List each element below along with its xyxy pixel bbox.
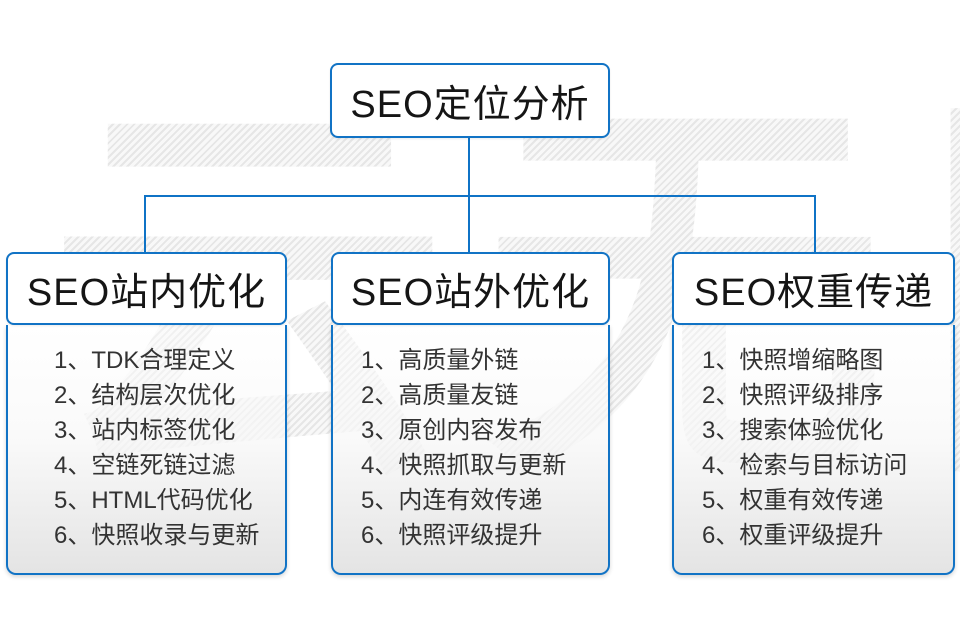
list-item: 6、权重评级提升 [702,522,884,549]
column-onsite-optimization: SEO站内优化 1、TDK合理定义 2、结构层次优化 3、站内标签优化 4、空链… [6,252,287,575]
root-node: SEO定位分析 [330,63,610,138]
column-header-label: SEO权重传递 [693,272,934,314]
connector-left-vertical [144,195,146,253]
column-header-label: SEO站内优化 [26,272,267,314]
list-item: 3、原创内容发布 [361,417,543,444]
list-item: 2、快照评级排序 [702,382,884,409]
list-item: 4、空链死链过滤 [54,452,236,479]
column-weight-transfer: SEO权重传递 1、快照增缩略图 2、快照评级排序 3、搜索体验优化 4、检索与… [672,252,955,575]
list-item: 6、快照收录与更新 [54,522,260,549]
list-item: 2、结构层次优化 [54,382,236,409]
list-item: 4、快照抓取与更新 [361,452,567,479]
list-item: 2、高质量友链 [361,382,519,409]
list-item: 5、内连有效传递 [361,487,543,514]
list-item: 5、HTML代码优化 [54,487,253,514]
list-item: 6、快照评级提升 [361,522,543,549]
list-item: 1、TDK合理定义 [54,347,236,374]
column-panel-onsite: 1、TDK合理定义 2、结构层次优化 3、站内标签优化 4、空链死链过滤 5、H… [6,325,287,575]
column-header-weight: SEO权重传递 [672,252,955,325]
column-header-offsite: SEO站外优化 [331,252,610,325]
connector-horizontal [144,195,816,197]
list-item: 5、权重有效传递 [702,487,884,514]
item-list: 1、TDK合理定义 2、结构层次优化 3、站内标签优化 4、空链死链过滤 5、H… [8,325,285,553]
list-item: 3、搜索体验优化 [702,417,884,444]
list-item: 4、检索与目标访问 [702,452,908,479]
column-panel-offsite: 1、高质量外链 2、高质量友链 3、原创内容发布 4、快照抓取与更新 5、内连有… [331,325,610,575]
item-list: 1、高质量外链 2、高质量友链 3、原创内容发布 4、快照抓取与更新 5、内连有… [333,325,608,553]
item-list: 1、快照增缩略图 2、快照评级排序 3、搜索体验优化 4、检索与目标访问 5、权… [674,325,953,553]
connector-right-vertical [814,195,816,253]
column-offsite-optimization: SEO站外优化 1、高质量外链 2、高质量友链 3、原创内容发布 4、快照抓取与… [331,252,610,575]
list-item: 3、站内标签优化 [54,417,236,444]
column-header-label: SEO站外优化 [350,272,591,314]
list-item: 1、高质量外链 [361,347,519,374]
column-panel-weight: 1、快照增缩略图 2、快照评级排序 3、搜索体验优化 4、检索与目标访问 5、权… [672,325,955,575]
root-node-label: SEO定位分析 [350,84,590,126]
list-item: 1、快照增缩略图 [702,347,884,374]
column-header-onsite: SEO站内优化 [6,252,287,325]
